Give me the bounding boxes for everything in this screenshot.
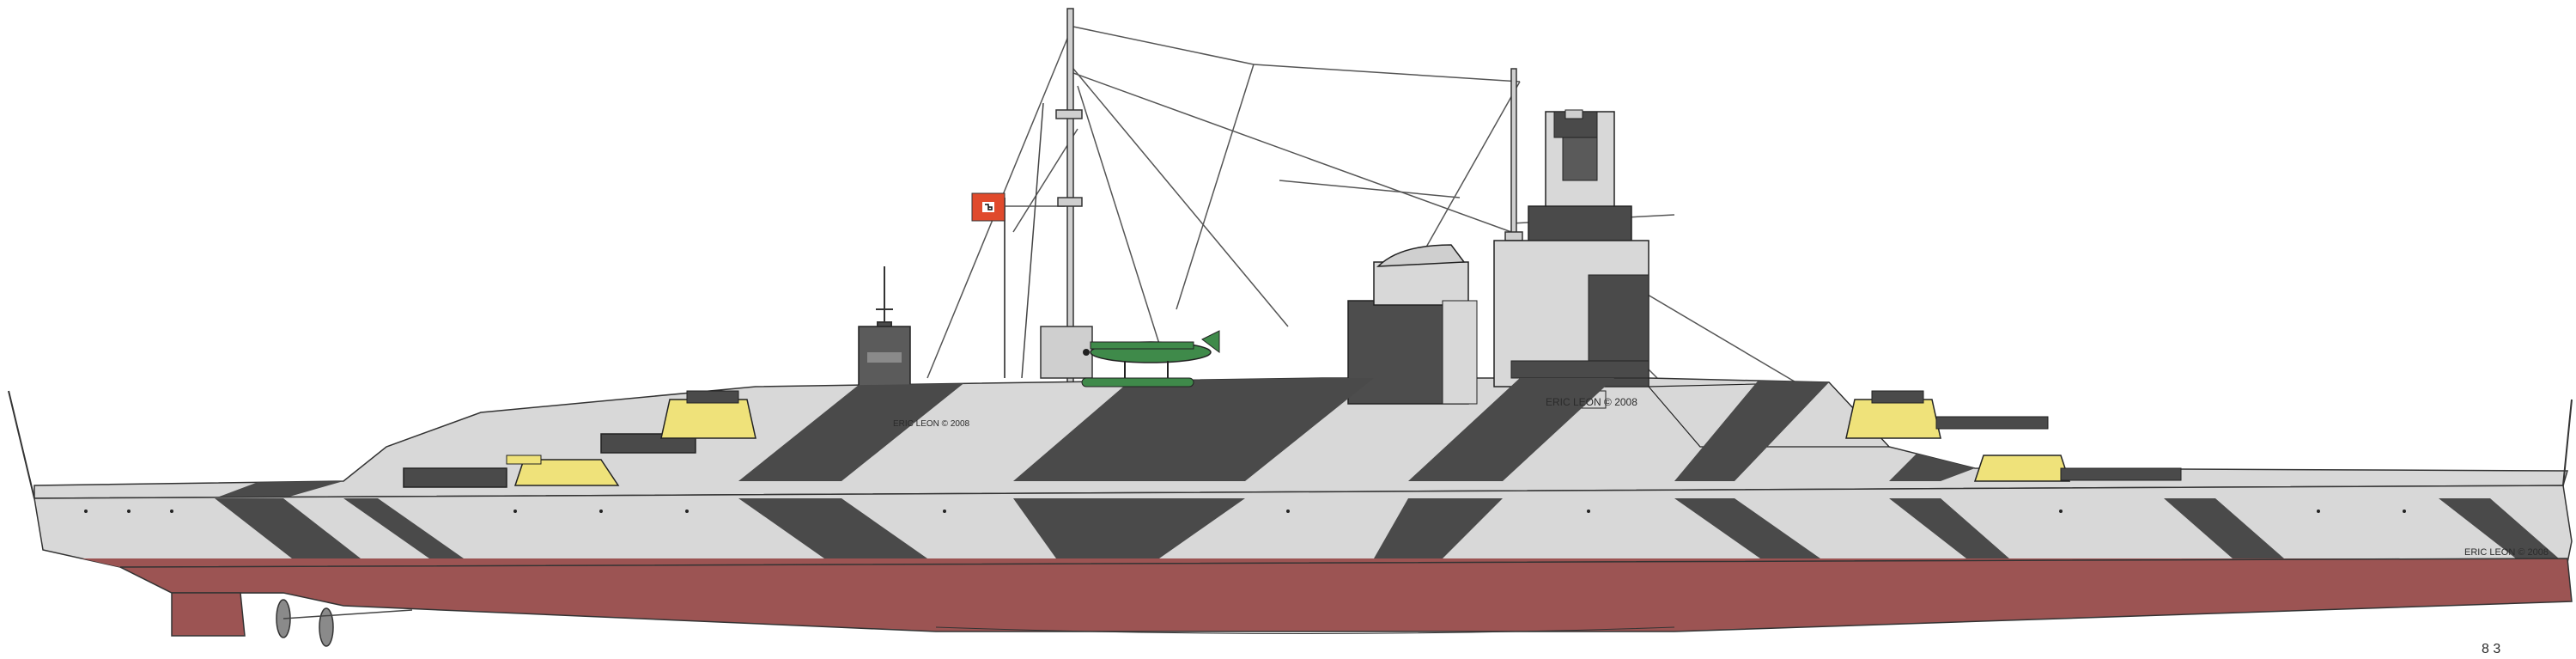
superstructure — [33, 109, 2569, 499]
fore-turret-lower — [1973, 455, 2182, 482]
rudder-icon — [171, 592, 246, 637]
fore-turret-upper — [1845, 390, 2049, 439]
superstructure-camouflage — [215, 378, 1975, 498]
bridge-credit-plate: ERIC LEON © 2008 — [1546, 396, 1637, 408]
stern-credit-plate: ERIC LEON © 2008 — [2464, 547, 2549, 558]
forward-credit-plate: ERIC LEON © 2008 — [893, 419, 970, 429]
main-mast — [1021, 8, 1093, 387]
fore-mast — [1504, 68, 1523, 241]
bow-staff — [8, 390, 2573, 499]
naval-ensign-icon — [971, 192, 1005, 378]
floatplane-icon — [1081, 330, 1220, 387]
draft-mark: 8 3 — [2482, 642, 2500, 656]
hull-below-waterline — [119, 558, 2573, 634]
propeller-icon — [276, 599, 413, 647]
aft-turret-upper — [600, 390, 756, 454]
aft-turret-lower — [403, 455, 620, 488]
